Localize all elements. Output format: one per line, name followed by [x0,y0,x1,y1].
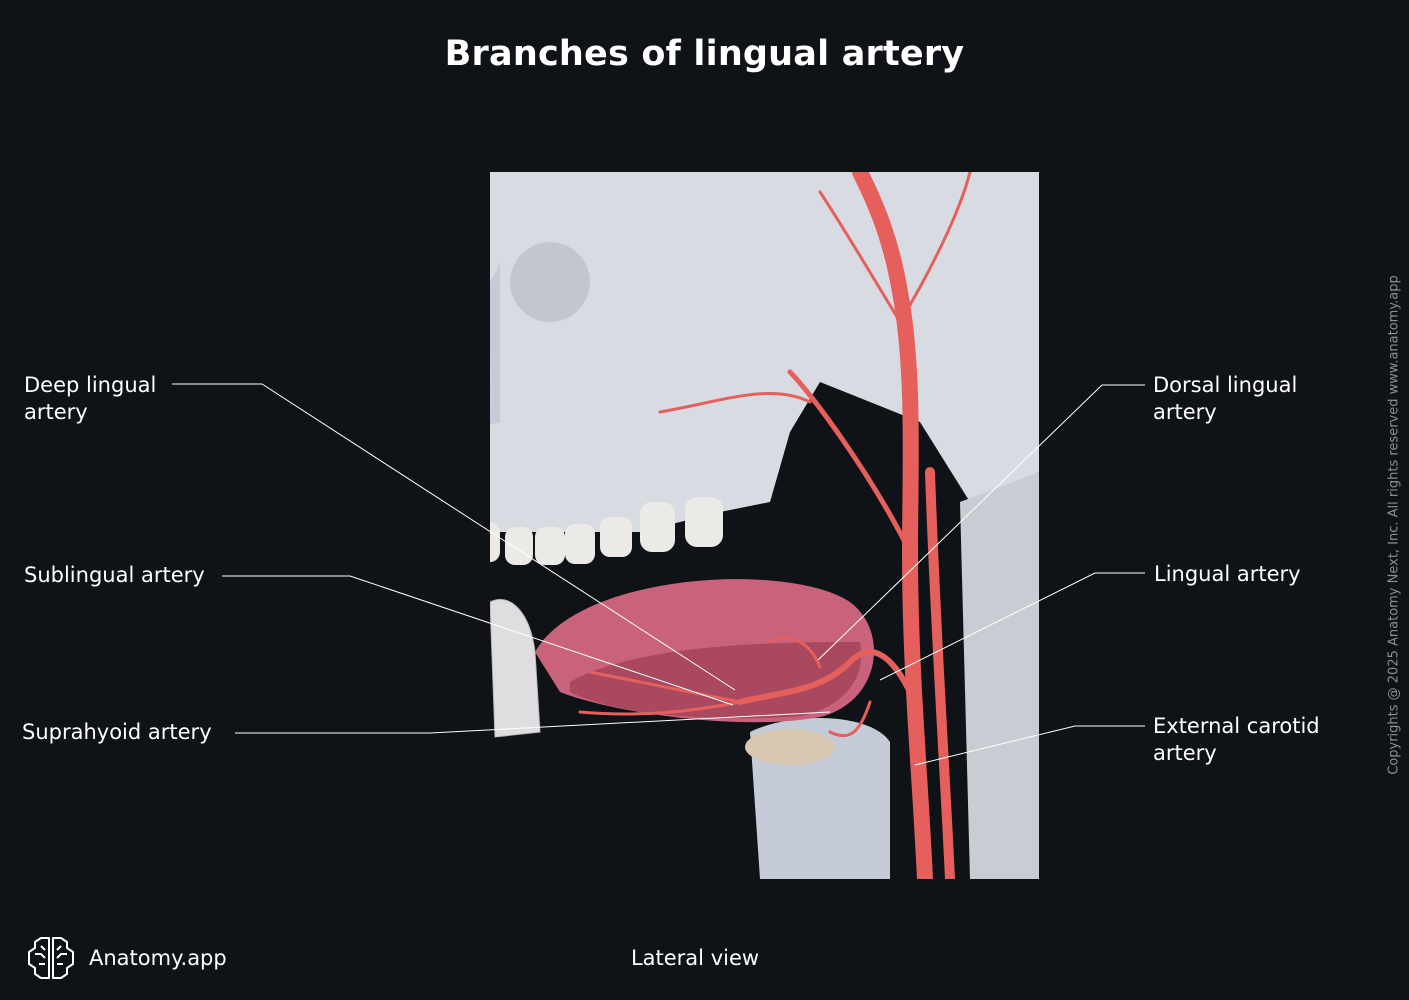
label-external-carotid-artery: External carotid artery [1153,713,1320,767]
leader-dorsal-lingual [817,384,1145,661]
copyright-notice: Copyrights @ 2025 Anatomy Next, Inc. All… [1386,275,1402,775]
leader-sublingual [222,575,734,706]
brand-logo: Anatomy.app [25,934,227,982]
label-line: artery [1153,400,1217,424]
label-lingual-artery: Lingual artery [1154,562,1301,586]
label-line: Deep lingual [24,373,157,397]
external-carotid-artery [852,172,933,879]
leader-suprahyoid [235,711,831,734]
leader-lingual [879,572,1145,681]
page-title: Branches of lingual artery [444,34,965,74]
label-line: artery [1153,741,1217,765]
lingual-artery [737,649,913,705]
mandible [490,599,541,738]
brand-name: Anatomy.app [89,946,227,970]
anatomy-illustration [490,172,1039,879]
deep-lingual-artery [588,670,742,704]
label-sublingual-artery: Sublingual artery [24,563,205,587]
leader-external-carotid [914,725,1145,766]
label-line: Dorsal lingual [1153,373,1298,397]
label-dorsal-lingual-artery: Dorsal lingual artery [1153,372,1297,426]
brain-icon [28,937,74,979]
view-caption: Lateral view [630,946,760,970]
label-line: artery [24,400,88,424]
label-suprahyoid-artery: Suprahyoid artery [22,720,212,744]
dorsal-lingual-artery [768,636,822,669]
suprahyoid-artery [828,700,872,738]
leader-deep-lingual [172,383,736,691]
label-deep-lingual-artery: Deep lingual artery [24,372,156,426]
label-line: External carotid [1153,714,1320,738]
sublingual-artery [578,700,742,716]
